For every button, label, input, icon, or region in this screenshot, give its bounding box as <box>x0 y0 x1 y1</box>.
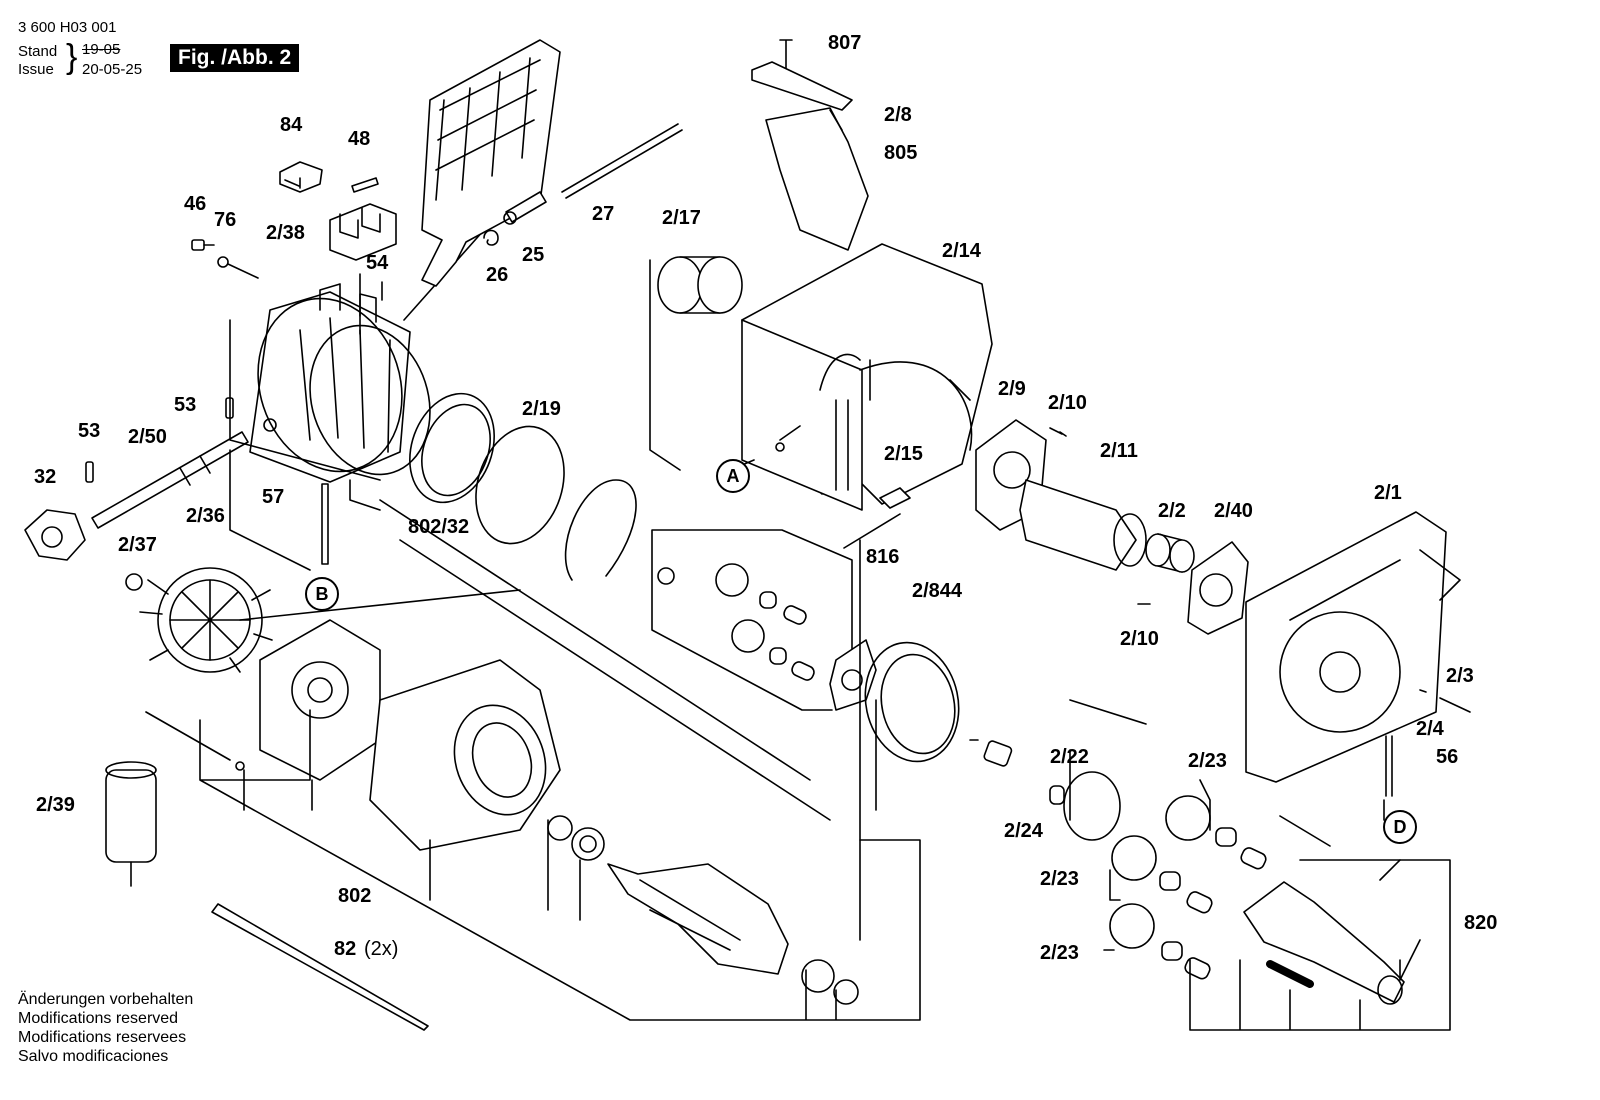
hinge-pin-part <box>503 191 547 225</box>
callout-2-40: 2/40 <box>1214 500 1253 522</box>
callout-805: 805 <box>884 142 918 164</box>
ring-part <box>409 392 495 504</box>
retaining-ring-part <box>475 425 565 545</box>
callout-82-quantity: (2x) <box>364 938 399 960</box>
callout-2-23-middle: 2/23 <box>1040 868 1079 890</box>
callout-2-2: 2/2 <box>1158 500 1186 522</box>
callout-57: 57 <box>262 486 285 508</box>
long-rod-part <box>561 123 683 199</box>
issue-label: Issue <box>18 61 54 78</box>
doc-number: 3 600 H03 001 <box>18 19 117 36</box>
callout-2-4: 2/4 <box>1416 718 1444 740</box>
callout-802-32: 802/32 <box>408 516 470 538</box>
bushing-part-2 <box>1145 533 1195 573</box>
callout-2-11: 2/11 <box>1100 440 1138 462</box>
callout-82: 82 <box>334 938 357 960</box>
issue-date: 20-05-25 <box>82 61 143 78</box>
note-es: Salvo modificaciones <box>18 1048 169 1065</box>
marker-b: B <box>305 577 339 611</box>
note-de: Änderungen vorbehalten <box>18 991 194 1008</box>
brush-housing-part <box>329 203 397 261</box>
callout-2-36: 2/36 <box>186 505 225 527</box>
callout-2-15: 2/15 <box>884 443 923 465</box>
modification-notes: Änderungen vorbehalten Modifications res… <box>18 990 193 1066</box>
disc-part <box>1063 771 1121 841</box>
flap-part <box>765 107 869 251</box>
callout-2-14: 2/14 <box>942 240 981 262</box>
pinion-part <box>983 740 1013 767</box>
cable-tie-part <box>211 903 429 1031</box>
callout-26: 26 <box>486 264 509 286</box>
spring-part <box>351 177 379 193</box>
figure-label: Fig. /Abb. 2 <box>170 44 300 72</box>
capacitor-part <box>105 761 157 887</box>
armature-part <box>607 863 789 975</box>
bushing-part <box>657 256 743 314</box>
impeller-part <box>1019 479 1147 571</box>
callout-807: 807 <box>828 32 862 54</box>
callout-48: 48 <box>348 128 371 150</box>
bearing-part <box>571 827 605 861</box>
callout-2-22: 2/22 <box>1050 746 1089 768</box>
callout-84: 84 <box>280 114 303 136</box>
planet-gears-part <box>715 563 815 681</box>
snap-ring-part <box>564 479 637 581</box>
callout-2-10-upper: 2/10 <box>1048 392 1087 414</box>
callout-2-23-bottom: 2/23 <box>1040 942 1079 964</box>
callout-2-37: 2/37 <box>118 534 157 556</box>
cover-plate-part <box>421 39 561 287</box>
callout-2-24: 2/24 <box>1004 820 1043 842</box>
callout-76: 76 <box>214 209 237 231</box>
motor-frame-part <box>249 283 431 483</box>
output-shaft-part <box>1243 881 1405 1005</box>
note-en: Modifications reserved <box>18 1010 179 1027</box>
callout-2-9: 2/9 <box>998 378 1026 400</box>
callout-802: 802 <box>338 885 372 907</box>
stator-part <box>369 659 561 851</box>
callout-53-lower: 53 <box>78 420 101 442</box>
callout-2-10-lower: 2/10 <box>1120 628 1159 650</box>
clip-part <box>483 229 499 246</box>
stand-label: Stand <box>18 43 58 60</box>
callout-54: 54 <box>366 252 389 274</box>
callout-32: 32 <box>34 466 57 488</box>
bracket-part <box>751 61 853 111</box>
callout-820: 820 <box>1464 912 1498 934</box>
callout-2-844: 2/844 <box>912 580 963 602</box>
callout-2-17: 2/17 <box>662 207 701 229</box>
end-shield-part <box>259 619 381 781</box>
nut-part <box>24 509 86 561</box>
callout-2-50: 2/50 <box>128 426 167 448</box>
stand-date: 19-05 <box>82 41 121 58</box>
drive-shaft-part <box>91 431 249 529</box>
motor-housing-part <box>1245 511 1461 783</box>
callout-2-39: 2/39 <box>36 794 75 816</box>
callout-25: 25 <box>522 244 545 266</box>
callout-2-38: 2/38 <box>266 222 305 244</box>
callout-2-23-top: 2/23 <box>1188 750 1227 772</box>
callout-2-8: 2/8 <box>884 104 912 126</box>
gear-housing-part <box>741 243 993 511</box>
brush-cap-part <box>279 161 323 193</box>
callout-46: 46 <box>184 193 207 215</box>
callout-816: 816 <box>866 546 900 568</box>
ring-gear-part <box>864 641 960 763</box>
fan-part <box>139 567 273 673</box>
note-fr: Modifications reservees <box>18 1029 187 1046</box>
marker-d: D <box>1383 810 1417 844</box>
callout-2-1: 2/1 <box>1374 482 1402 504</box>
screw-part <box>191 239 259 279</box>
callout-27: 27 <box>592 203 615 225</box>
marker-a: A <box>716 459 750 493</box>
callout-2-19: 2/19 <box>522 398 561 420</box>
callout-56: 56 <box>1436 746 1459 768</box>
callout-2-3: 2/3 <box>1446 665 1474 687</box>
callout-53-upper: 53 <box>174 394 197 416</box>
gasket-part-2 <box>1187 541 1249 635</box>
brace-icon: } <box>66 38 78 76</box>
